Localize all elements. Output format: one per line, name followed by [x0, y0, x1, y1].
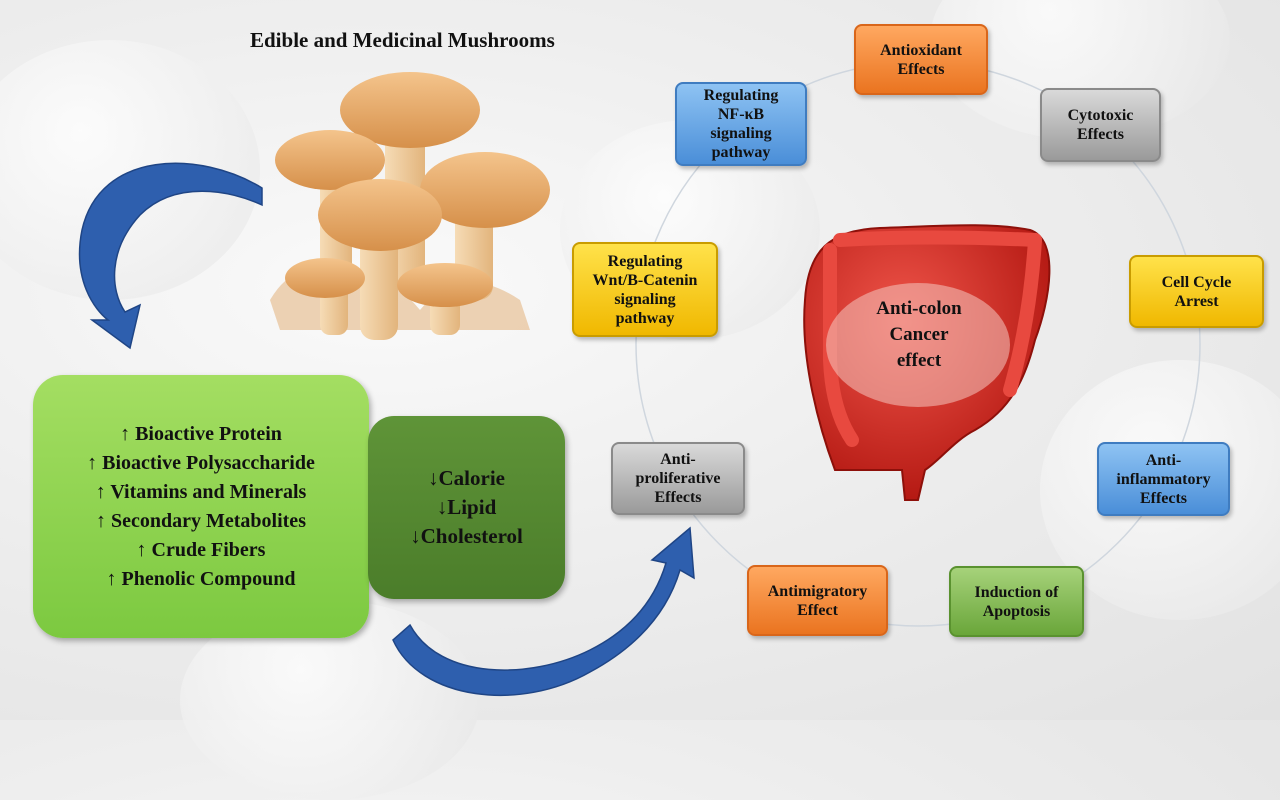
- increase-item: ↑ Crude Fibers: [136, 538, 266, 561]
- mushroom-cluster-icon: [270, 72, 550, 340]
- anti-colon-cancer-label: Anti-colon Cancer effect: [876, 298, 962, 371]
- diagram-title: Edible and Medicinal Mushrooms: [250, 28, 555, 52]
- colon-icon: [803, 224, 1051, 501]
- increase-item: ↑ Secondary Metabolites: [96, 509, 306, 532]
- increase-item: ↑ Vitamins and Minerals: [95, 480, 307, 503]
- decreased-nutrients-box: ↓Calorie ↓Lipid ↓Cholesterol: [368, 416, 565, 599]
- increase-item: ↑ Bioactive Polysaccharide: [87, 451, 315, 474]
- decrease-item: ↓Calorie: [428, 466, 505, 490]
- increase-item: ↑ Bioactive Protein: [120, 422, 282, 445]
- diagram-graphics: [78, 61, 1201, 697]
- decrease-item: ↓Cholesterol: [410, 524, 523, 548]
- curved-arrow-down-icon: [78, 162, 263, 350]
- curved-arrow-up-icon: [392, 526, 695, 697]
- increase-item: ↑ Phenolic Compound: [106, 567, 296, 590]
- increased-nutrients-box: ↑ Bioactive Protein ↑ Bioactive Polysacc…: [33, 375, 369, 638]
- decrease-item: ↓Lipid: [436, 495, 497, 519]
